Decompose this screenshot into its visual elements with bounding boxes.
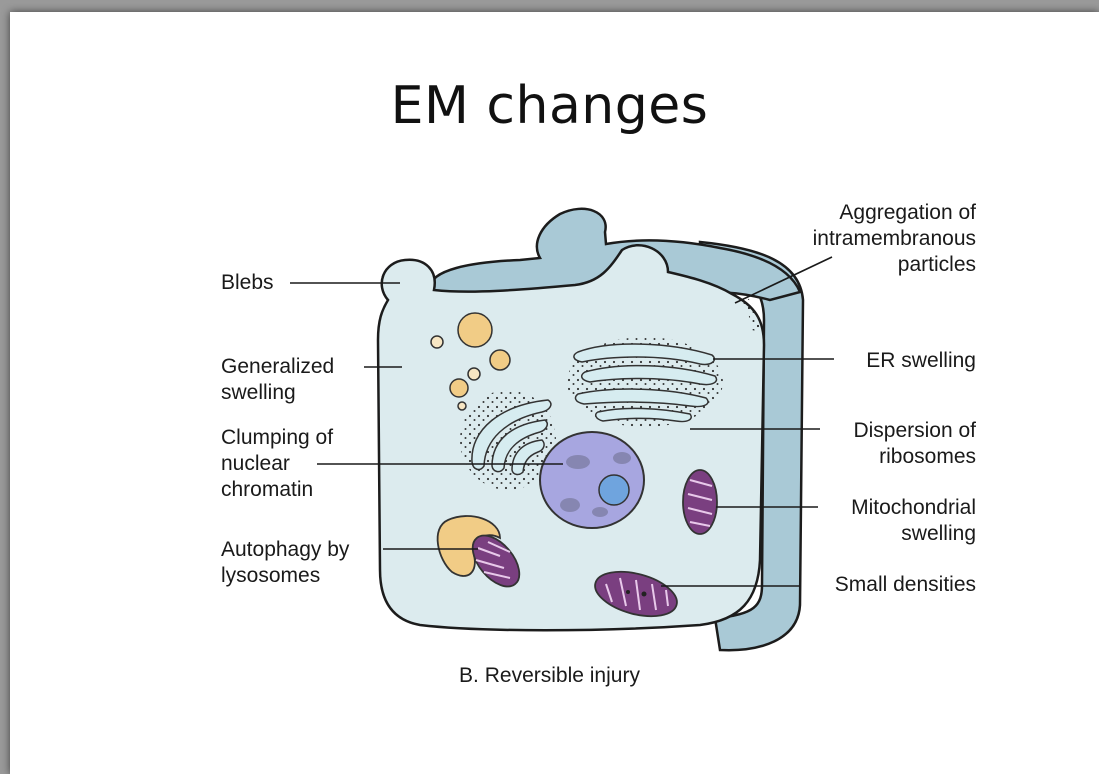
label-mito-swelling-line1: Mitochondrial xyxy=(851,495,976,521)
label-generalized-swelling-line2: swelling xyxy=(221,380,296,406)
vesicle xyxy=(490,350,510,370)
label-er-swelling: ER swelling xyxy=(866,348,976,374)
label-aggregation-line1: Aggregation of xyxy=(839,200,976,226)
label-clumping-line2: nuclear xyxy=(221,451,290,477)
nucleus xyxy=(540,432,644,528)
label-dispersion-line1: Dispersion of xyxy=(853,418,976,444)
label-dispersion-line2: ribosomes xyxy=(879,444,976,470)
vesicle xyxy=(468,368,480,380)
vesicle xyxy=(431,336,443,348)
label-autophagy-line2: lysosomes xyxy=(221,563,320,589)
label-clumping-line1: Clumping of xyxy=(221,425,333,451)
endoplasmic-reticulum-upper xyxy=(567,337,723,427)
nucleolus xyxy=(599,475,629,505)
mitochondrion-swollen xyxy=(683,470,717,534)
label-aggregation-line3: particles xyxy=(898,252,976,278)
vesicle xyxy=(450,379,468,397)
figure-caption: B. Reversible injury xyxy=(0,664,1099,688)
label-blebs: Blebs xyxy=(221,270,274,296)
label-mito-swelling-line2: swelling xyxy=(901,521,976,547)
vesicle-large xyxy=(458,313,492,347)
vesicle xyxy=(458,402,466,410)
label-generalized-swelling-line1: Generalized xyxy=(221,354,334,380)
label-clumping-line3: chromatin xyxy=(221,477,313,503)
label-aggregation-line2: intramembranous xyxy=(813,226,976,252)
label-small-densities: Small densities xyxy=(835,572,976,598)
label-autophagy-line1: Autophagy by xyxy=(221,537,349,563)
